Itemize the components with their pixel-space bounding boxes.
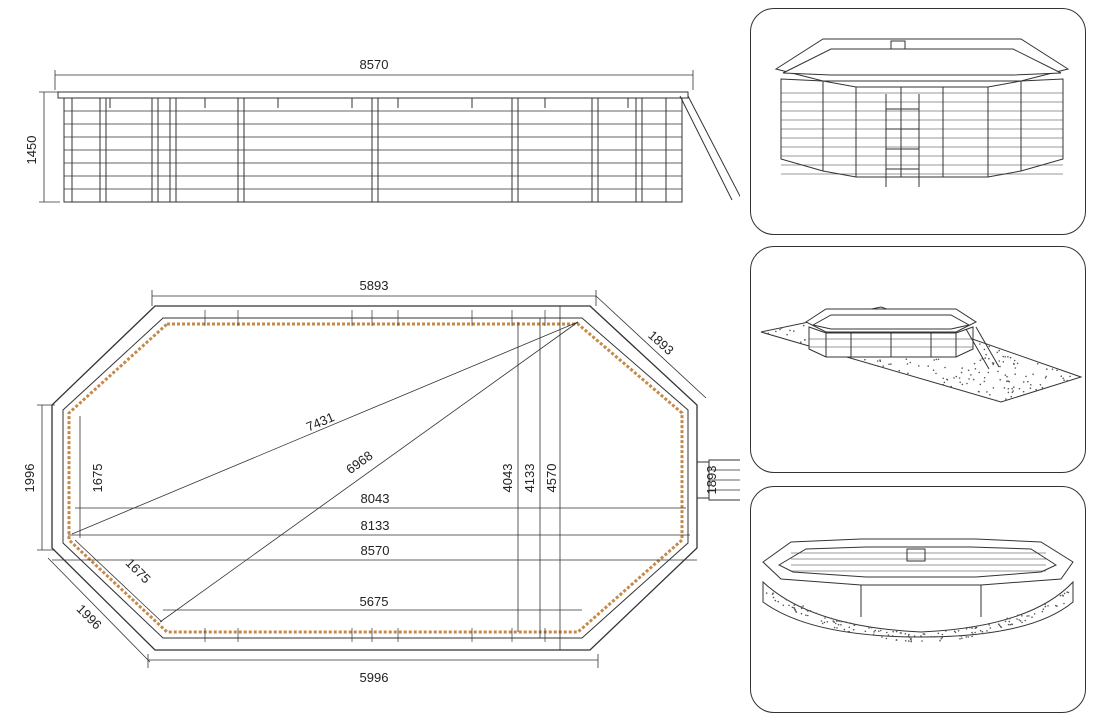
pool-inground-illustration bbox=[762, 538, 1074, 643]
plan-width-3: 4570 bbox=[544, 464, 559, 493]
plan-width-1: 4043 bbox=[500, 464, 515, 493]
plan-diag-long-label: 7431 bbox=[304, 409, 336, 434]
side-height-label: 1450 bbox=[24, 136, 39, 165]
plan-ladder-width: 1893 bbox=[704, 466, 719, 495]
plan-diag-short-label: 6968 bbox=[343, 448, 375, 477]
plan-diag-topright-label: 1893 bbox=[645, 327, 677, 357]
plan-overall-length: 8570 bbox=[361, 543, 390, 558]
plan-width-2: 4133 bbox=[522, 464, 537, 493]
pool-terrain-illustration bbox=[760, 306, 1083, 403]
perspective-panel-inground bbox=[750, 486, 1086, 713]
plan-left-outer-height: 1996 bbox=[22, 464, 37, 493]
pool-front-illustration bbox=[774, 38, 1070, 187]
perspective-panel-front bbox=[750, 8, 1086, 235]
plan-left-bottom-diag-outer: 1996 bbox=[74, 601, 105, 632]
plan-view bbox=[37, 290, 740, 668]
plan-bottom-outer-width: 5996 bbox=[360, 670, 389, 685]
plan-bottom-inner-width: 5675 bbox=[360, 594, 389, 609]
side-elevation bbox=[39, 70, 740, 203]
perspective-panel-terrain bbox=[750, 246, 1086, 473]
technical-drawing: 8570 1450 bbox=[22, 57, 740, 685]
plan-left-inner-height: 1675 bbox=[90, 464, 105, 493]
side-length-label: 8570 bbox=[360, 57, 389, 72]
plan-top-width-label: 5893 bbox=[360, 278, 389, 293]
plan-inner-length-1: 8043 bbox=[361, 491, 390, 506]
plan-inner-length-2: 8133 bbox=[361, 518, 390, 533]
